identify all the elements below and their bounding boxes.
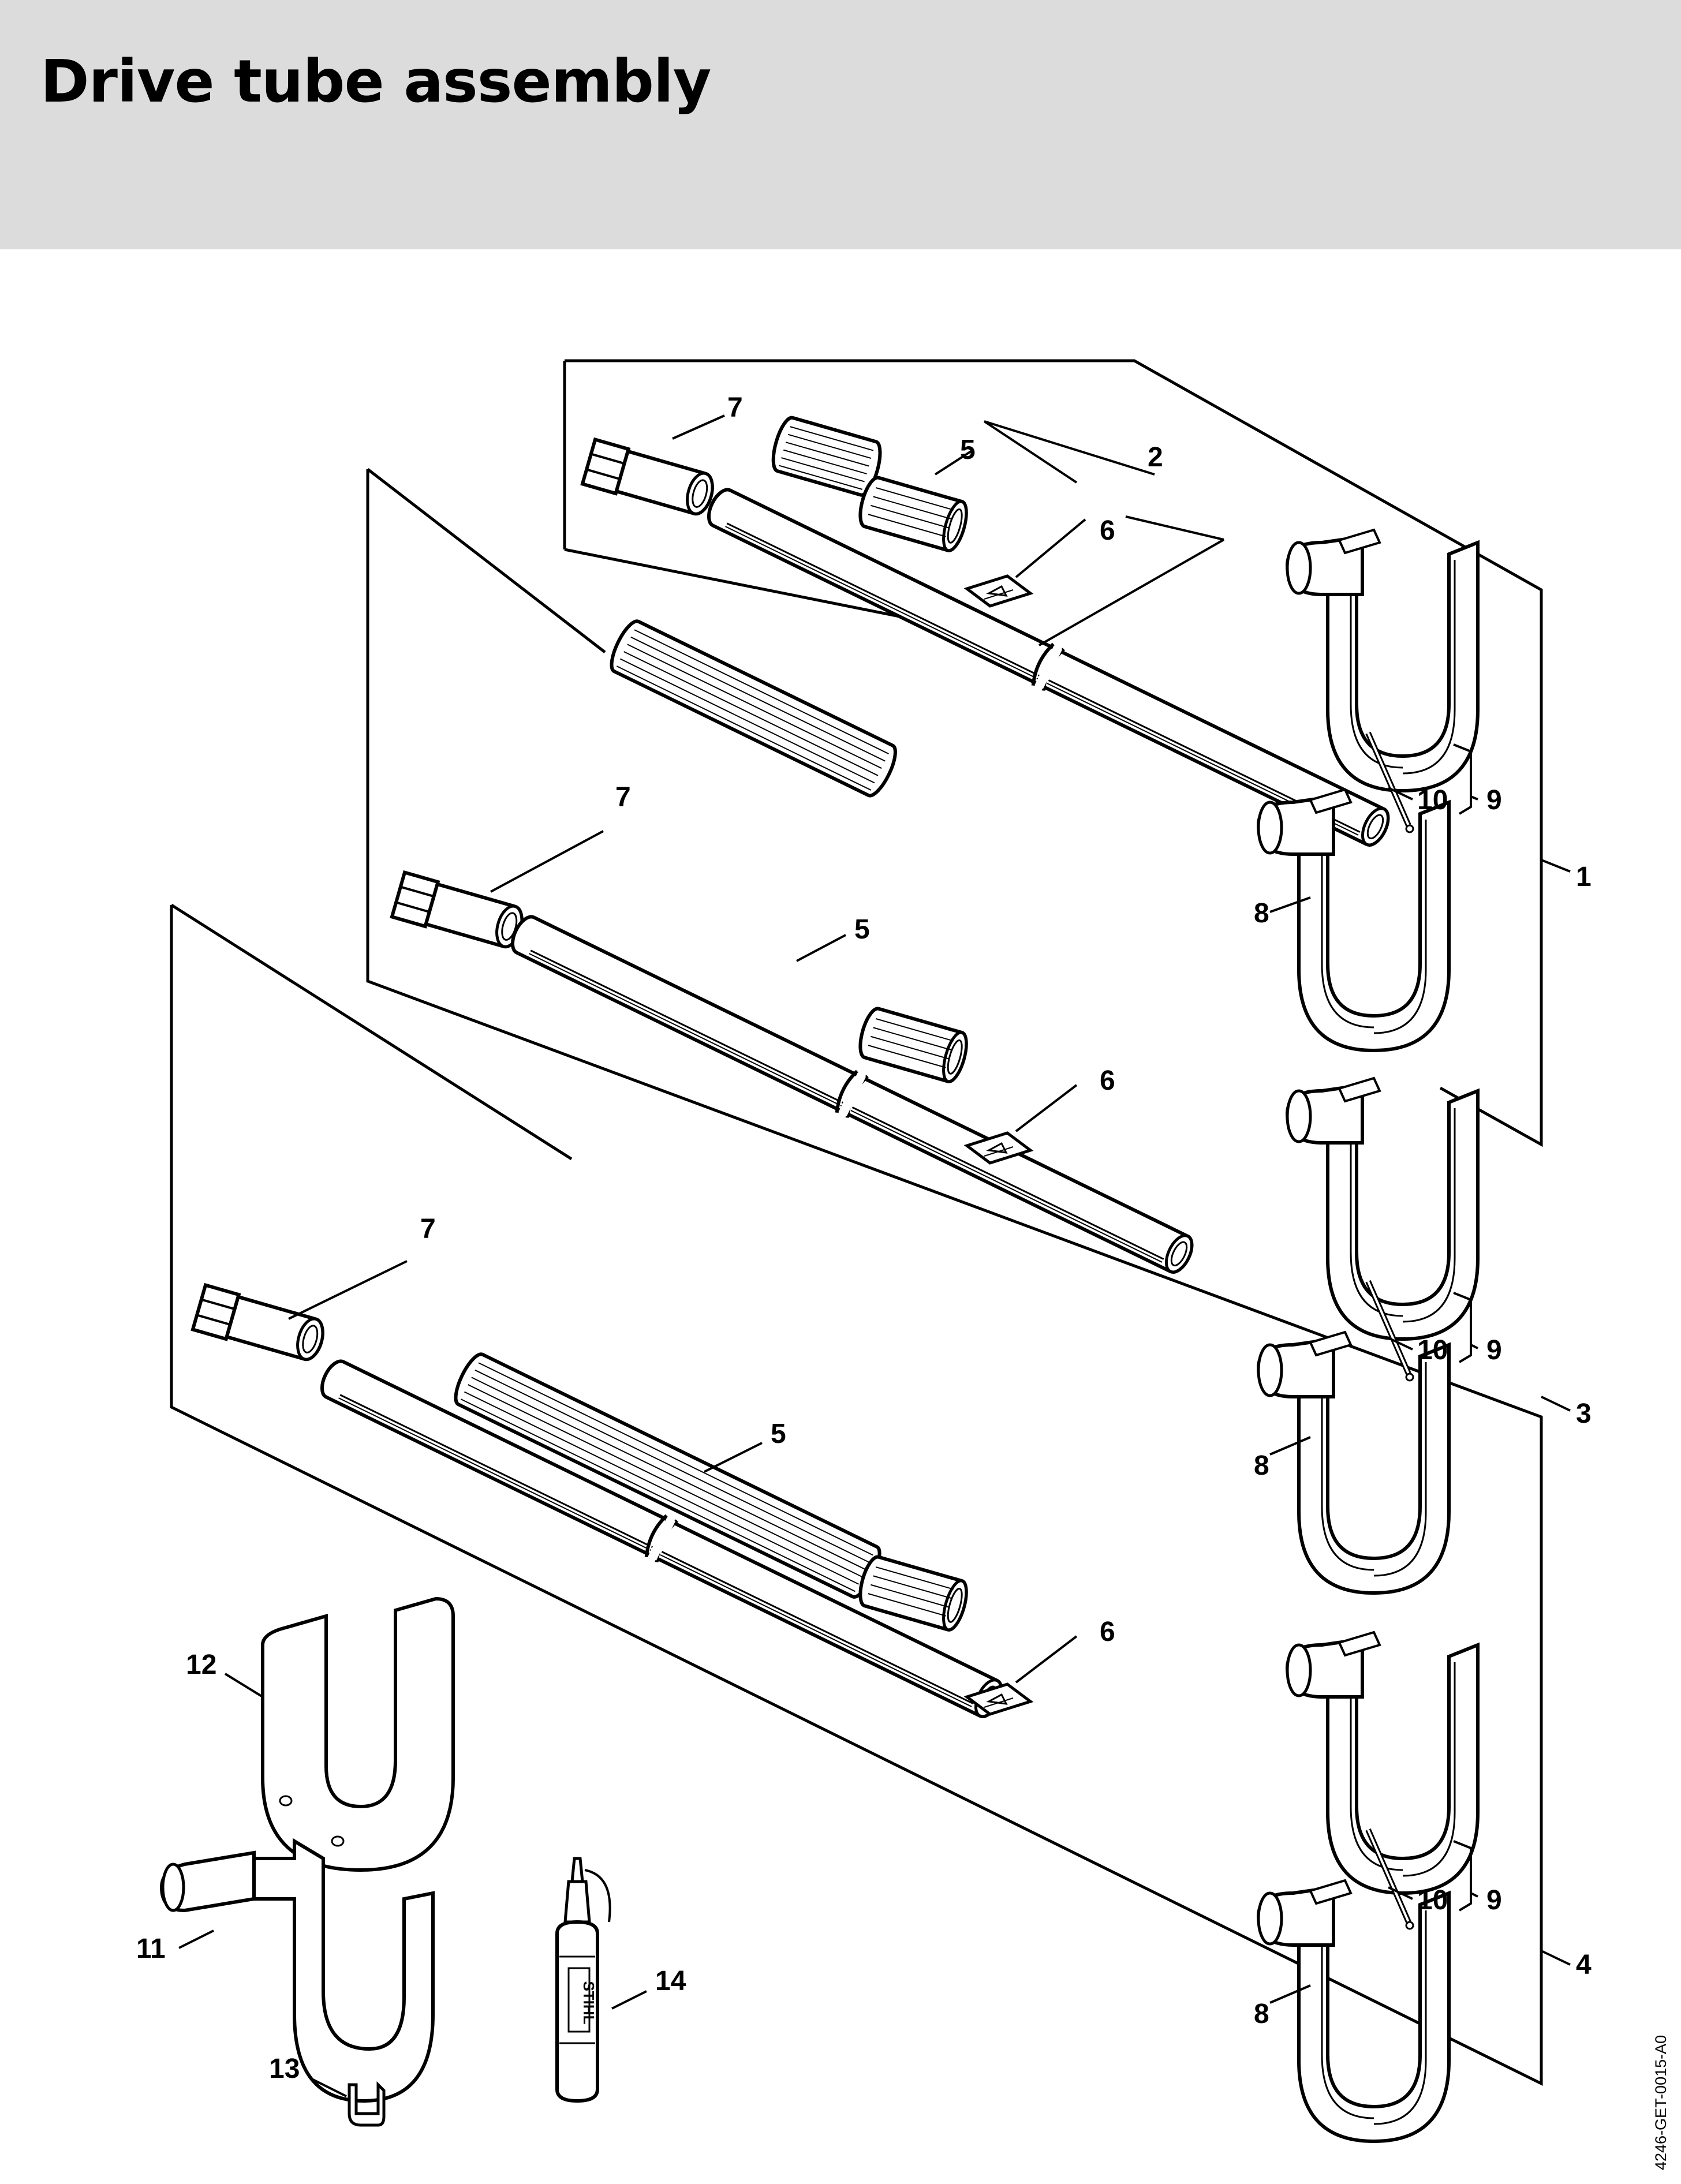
callout-12: 12 — [186, 1650, 216, 1680]
assembly-4-coupling — [193, 1285, 328, 1365]
assembly-1-outline — [565, 359, 1543, 1147]
assembly-1-coupling — [582, 440, 718, 519]
callout-5: 5 — [771, 1419, 786, 1449]
clip-13 — [348, 2081, 386, 2127]
assembly-1-handle-upper — [1287, 530, 1478, 791]
callout-9: 9 — [1486, 1335, 1502, 1366]
assembly-3-grip-b — [856, 1006, 970, 1084]
assembly-1-grip-b — [856, 475, 970, 553]
callout-6: 6 — [1100, 515, 1115, 546]
callout-6: 6 — [1100, 1065, 1115, 1096]
callout-13: 13 — [269, 2054, 300, 2084]
callout-8: 8 — [1254, 898, 1269, 929]
callout-9: 9 — [1486, 1885, 1502, 1916]
callout-10: 10 — [1417, 1885, 1448, 1916]
callout-10: 10 — [1417, 1335, 1448, 1366]
callout-7: 7 — [420, 1214, 436, 1244]
callout-5: 5 — [960, 435, 976, 465]
assembly-3-handle-lower — [1258, 1332, 1449, 1593]
leader-lines — [178, 414, 1571, 2097]
callout-11: 11 — [136, 1934, 166, 1964]
assembly-4-outline — [170, 905, 1543, 2086]
callout-6: 6 — [1100, 1617, 1115, 1647]
callout-1: 1 — [1576, 862, 1592, 892]
assembly-4-handle-upper — [1287, 1632, 1478, 1893]
callout-7: 7 — [727, 392, 743, 423]
assembly-3-grip-a — [606, 618, 901, 799]
callout-2: 2 — [1148, 442, 1163, 473]
assembly-1-tube — [702, 483, 1395, 852]
handle-11 — [159, 1838, 435, 2103]
callout-8: 8 — [1254, 1450, 1269, 1481]
document-code: 4246-GET-0015-A0 — [1652, 2035, 1669, 2170]
callout-labels: 7 5 2 6 10 9 8 1 7 5 6 10 9 8 3 7 5 6 10… — [136, 392, 1592, 2084]
callout-4: 4 — [1576, 1950, 1592, 1980]
assembly-4-handle-lower — [1258, 1880, 1449, 2141]
assembly-3-tube — [506, 910, 1198, 1279]
callout-5: 5 — [854, 914, 870, 945]
assembly-1-decal — [967, 576, 1030, 606]
handle-cover-12 — [261, 1596, 455, 1872]
assembly-3-outline — [366, 468, 1543, 1654]
callout-3: 3 — [1576, 1398, 1592, 1429]
callout-9: 9 — [1486, 785, 1502, 816]
callout-7: 7 — [615, 782, 631, 813]
callout-14: 14 — [655, 1966, 686, 1996]
assembly-3-handle-upper — [1287, 1078, 1478, 1339]
page-title: Drive tube assembly — [40, 47, 711, 116]
bottle-label: STIHL — [580, 1981, 597, 2024]
callout-10: 10 — [1417, 785, 1448, 816]
callout-8: 8 — [1254, 1999, 1269, 2029]
header-band: Drive tube assembly — [0, 0, 1681, 249]
oil-bottle-14: STIHL — [555, 1857, 611, 2103]
